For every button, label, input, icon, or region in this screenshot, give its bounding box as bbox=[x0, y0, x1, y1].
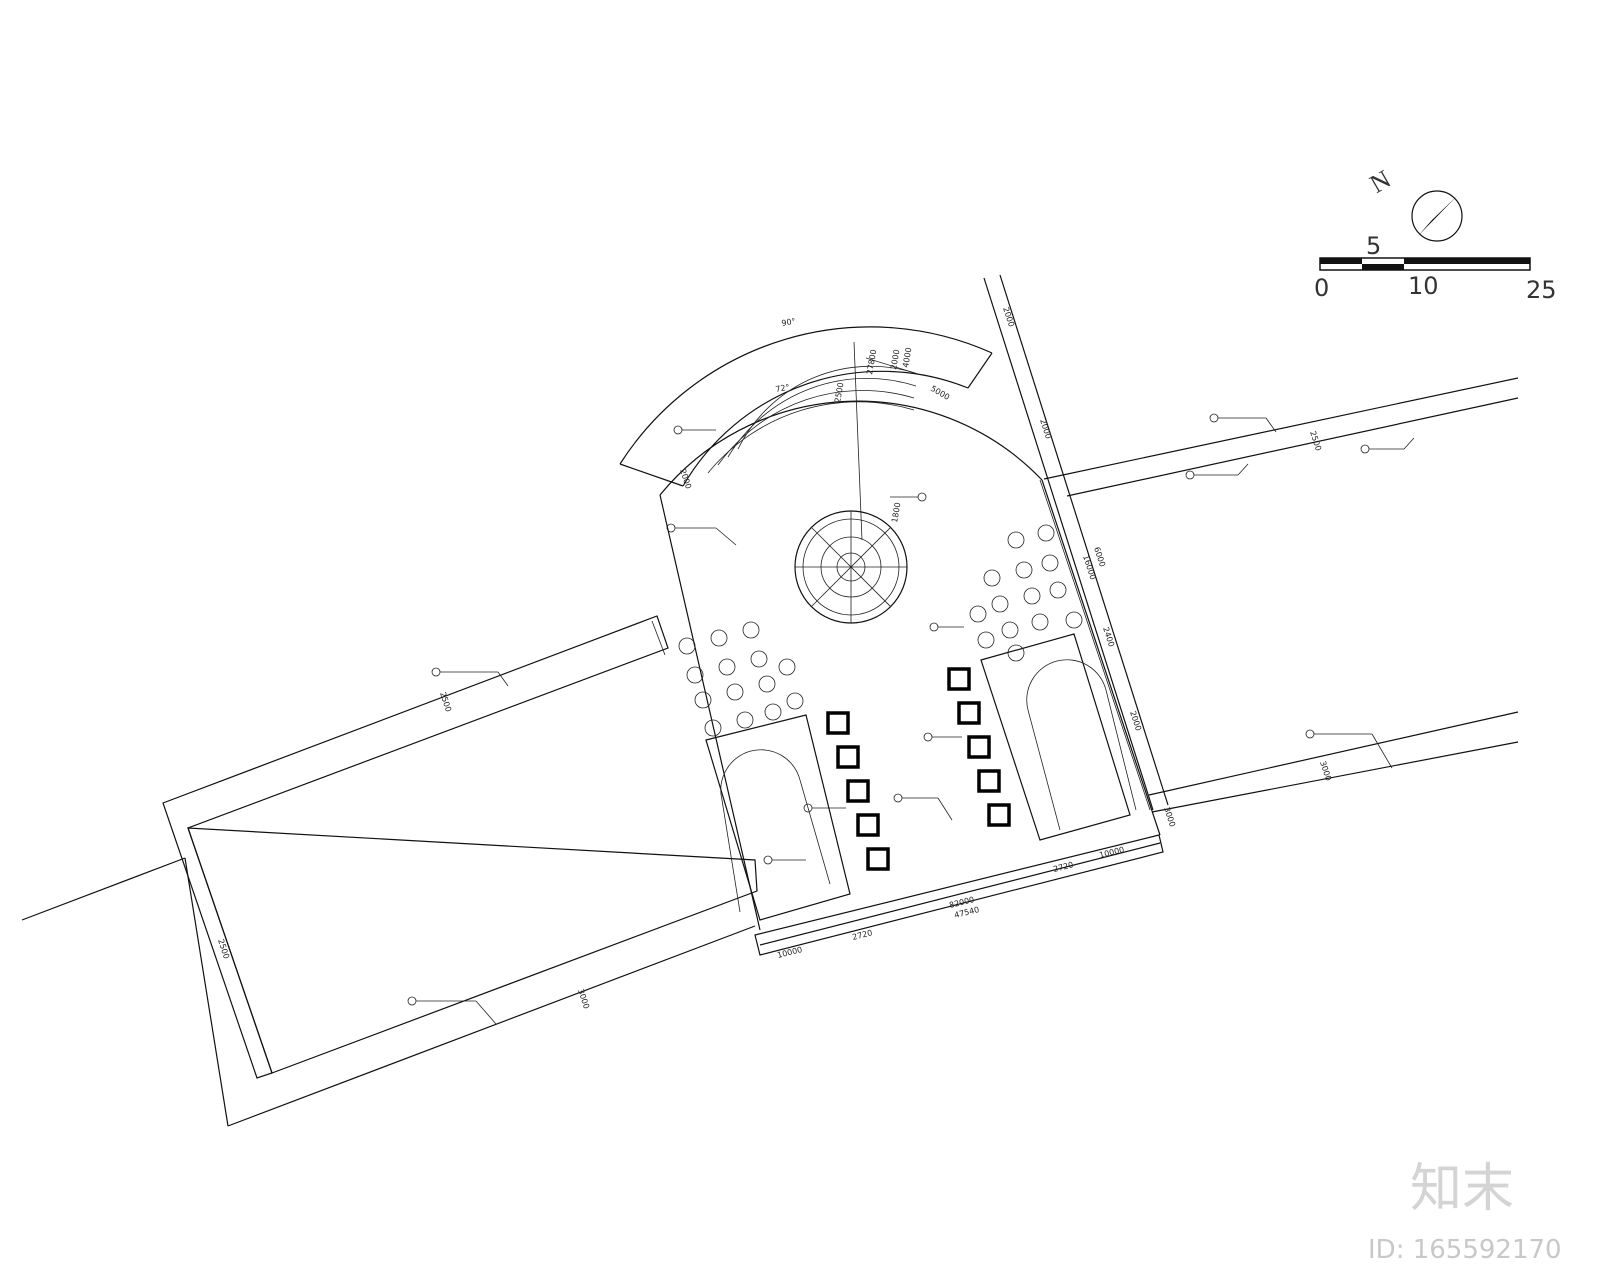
label-markers bbox=[407, 413, 1415, 1025]
scale-label-25: 25 bbox=[1526, 276, 1557, 304]
dimension-text: 4000 bbox=[901, 347, 913, 369]
angle-text: 90° bbox=[781, 317, 797, 328]
dimension-text: 10000 bbox=[776, 945, 803, 960]
arched-planter-right bbox=[980, 633, 1137, 841]
dimension-text: 2720 bbox=[1052, 860, 1074, 874]
dimension-text: 10000 bbox=[1098, 845, 1125, 860]
right-boundary-walls bbox=[983, 274, 1169, 811]
dimension-text: 2000 bbox=[678, 468, 693, 490]
scale-label-top: 5 bbox=[1366, 232, 1381, 260]
scale-label-10: 10 bbox=[1408, 272, 1439, 300]
dimension-text: 2000 bbox=[1038, 418, 1053, 440]
dimension-text: 5000 bbox=[929, 384, 951, 402]
dimension-text: 2000 bbox=[1001, 306, 1016, 328]
dimension-text: 2500 bbox=[1308, 430, 1323, 452]
tree-pits-left-column bbox=[826, 711, 890, 871]
north-arrow: N bbox=[1365, 164, 1463, 242]
dimension-text: 1800 bbox=[890, 502, 902, 524]
arched-planter-left bbox=[705, 714, 851, 921]
amphitheatre-fan bbox=[619, 326, 993, 541]
scale-label-0: 0 bbox=[1314, 274, 1329, 302]
central-plaza bbox=[659, 400, 1164, 956]
dimension-text: 2500 bbox=[216, 938, 231, 960]
tree-pits-right-column bbox=[947, 667, 1011, 827]
right-strip bbox=[1043, 377, 1519, 813]
north-letter: N bbox=[1365, 164, 1396, 199]
circular-fountain bbox=[794, 510, 908, 624]
watermark: 知末 ID: 165592170 bbox=[1368, 1159, 1562, 1265]
lower-left-lawn-block bbox=[21, 615, 758, 1127]
dimension-text: 2000 bbox=[889, 349, 901, 371]
watermark-brand: 知末 bbox=[1410, 1159, 1514, 1219]
scale-bar: 5 0 10 25 bbox=[1314, 232, 1557, 304]
watermark-id: ID: 165592170 bbox=[1368, 1235, 1562, 1265]
tree-group-left bbox=[678, 621, 804, 737]
dimension-text: 16000 bbox=[1081, 554, 1097, 581]
dimension-labels: 2000 2000 16000 6000 2400 2000 3000 3000… bbox=[216, 306, 1333, 1010]
tree-group-right bbox=[969, 524, 1083, 662]
dimension-text: 3000 bbox=[1162, 806, 1177, 828]
dimension-text: 2400 bbox=[1101, 626, 1116, 648]
dimension-text: 2500 bbox=[833, 382, 845, 404]
dimension-text: 3000 bbox=[1318, 760, 1333, 782]
angle-text: 72° bbox=[775, 383, 791, 394]
dimension-text: 6000 bbox=[1092, 546, 1107, 568]
dimension-text: 2000 bbox=[1128, 710, 1143, 732]
dimension-text: 3000 bbox=[576, 988, 591, 1010]
dimension-text: 27800 bbox=[865, 349, 878, 376]
